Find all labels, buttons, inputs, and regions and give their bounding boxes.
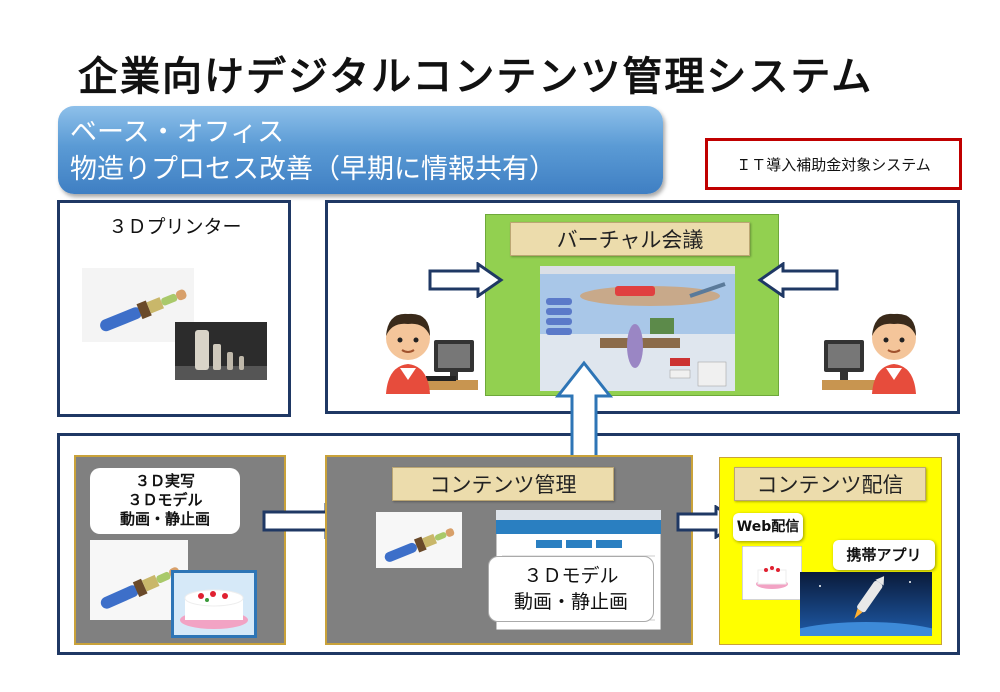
capture-type-video-image: 動画・静止画 — [119, 510, 210, 528]
management-type-video-image: 動画・静止画 — [513, 591, 628, 613]
mobile-app-label: 携帯アプリ — [833, 540, 935, 570]
mobile-rocket-image — [800, 572, 932, 636]
vr-meeting-label: バーチャル会議 — [510, 222, 750, 256]
printer-photo-image — [175, 322, 267, 380]
capture-type-3d-model: ３Ｄモデル — [127, 491, 203, 509]
right-meeting-arrow — [757, 262, 839, 298]
management-model-image — [376, 512, 462, 568]
printer-label: ３Ｄプリンター — [108, 216, 242, 238]
person-left-icon — [380, 306, 480, 398]
banner-line-2: 物造りプロセス改善（早期に情報共有） — [70, 154, 556, 185]
it-subsidy-badge: ＩＴ導入補助金対象システム — [705, 138, 962, 190]
cake-image — [171, 570, 257, 638]
office-banner: ベース・オフィス 物造りプロセス改善（早期に情報共有） — [58, 106, 663, 194]
capture-types-bubble: ３Ｄ実写 ３Ｄモデル 動画・静止画 — [90, 468, 240, 534]
management-type-3d-model: ３Ｄモデル — [523, 565, 619, 587]
web-cake-image — [742, 546, 802, 600]
printer-model-image — [82, 268, 194, 342]
up-arrow — [555, 360, 613, 466]
left-meeting-arrow — [428, 262, 504, 298]
banner-line-1: ベース・オフィス — [70, 117, 285, 148]
content-distribution-label: コンテンツ配信 — [734, 467, 926, 501]
vr-meeting-screen — [540, 266, 735, 391]
web-distribution-label: Web配信 — [733, 513, 803, 541]
management-content-bubble: ３Ｄモデル 動画・静止画 — [488, 556, 654, 622]
capture-type-3d-photo: ３Ｄ実写 — [134, 472, 195, 490]
person-right-icon — [822, 306, 922, 398]
content-management-label: コンテンツ管理 — [392, 467, 614, 501]
page-title: 企業向けデジタルコンテンツ管理システム — [78, 54, 874, 100]
